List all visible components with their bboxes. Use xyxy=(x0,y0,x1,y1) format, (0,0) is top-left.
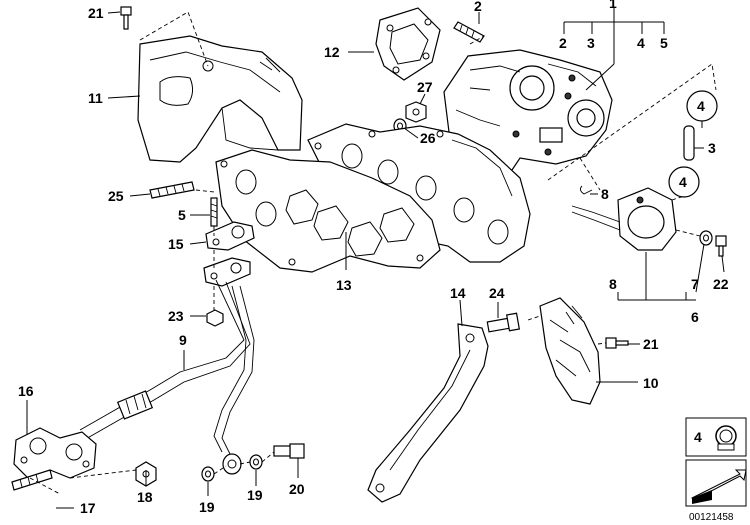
clamp-part-4-lower[interactable] xyxy=(668,166,700,198)
clip-part-8[interactable] xyxy=(579,185,593,195)
stud-part-25[interactable] xyxy=(149,181,195,199)
stud-part-5[interactable] xyxy=(210,197,218,227)
heat-shield-part-10[interactable] xyxy=(539,297,601,405)
callout-11: 11 xyxy=(88,90,103,106)
callout-21-top: 21 xyxy=(88,5,104,21)
bolt-part-24[interactable] xyxy=(486,312,521,333)
callout-16: 16 xyxy=(18,383,34,399)
bolt-part-21-right[interactable] xyxy=(605,337,629,349)
stud-part-2-top[interactable] xyxy=(453,21,485,43)
document-id: 00121458 xyxy=(689,512,734,523)
hose-clamp-icon xyxy=(715,425,737,451)
callout-4-clamp-lower: 4 xyxy=(679,174,687,190)
callout-19-left: 19 xyxy=(199,499,215,515)
callout-8-clip: 8 xyxy=(601,186,609,202)
callout-13: 13 xyxy=(336,277,352,293)
hose-part-3[interactable] xyxy=(683,125,695,161)
callout-25: 25 xyxy=(108,188,124,204)
callout-3: 3 xyxy=(587,35,595,51)
legend-panel: 4 00121458 xyxy=(685,417,747,523)
callout-7: 7 xyxy=(691,276,699,292)
callout-27: 27 xyxy=(417,79,433,95)
callout-12: 12 xyxy=(324,44,340,60)
exhaust-manifold[interactable] xyxy=(307,123,531,263)
washer-part-19-right[interactable] xyxy=(249,454,263,470)
bolt-part-21-top[interactable] xyxy=(120,6,132,30)
assembly-dashed-lines xyxy=(29,11,717,495)
callout-26: 26 xyxy=(420,130,436,146)
callout-21-right: 21 xyxy=(643,336,659,352)
oil-line-part-9[interactable] xyxy=(79,257,255,455)
banjo-bolt-part-20[interactable] xyxy=(273,443,305,459)
bracket-part-14[interactable] xyxy=(367,323,489,503)
callout-19-right: 19 xyxy=(247,487,263,503)
callout-10: 10 xyxy=(643,375,659,391)
callout-2: 2 xyxy=(559,35,567,51)
washer-part-7[interactable] xyxy=(699,230,713,246)
wastegate-actuator-part-8[interactable] xyxy=(571,187,677,251)
nut-part-23[interactable] xyxy=(206,309,224,327)
bolt-part-22[interactable] xyxy=(715,235,727,257)
callout-14: 14 xyxy=(450,285,466,301)
manifold-gasket-part-13[interactable] xyxy=(215,149,441,273)
callout-24: 24 xyxy=(489,285,505,301)
callout-6: 6 xyxy=(691,309,699,325)
stud-part-17[interactable] xyxy=(11,469,53,491)
gasket-part-15[interactable] xyxy=(205,221,255,251)
flange-part-16[interactable] xyxy=(13,427,97,479)
nut-part-27[interactable] xyxy=(405,101,427,123)
callout-23: 23 xyxy=(168,308,184,324)
callout-4-clamp-upper: 4 xyxy=(697,98,705,114)
callout-labels: 21 11 2 1 2 3 4 5 12 27 26 4 3 4 8 25 5 … xyxy=(18,0,729,516)
callout-2-top: 2 xyxy=(474,0,482,14)
callout-15: 15 xyxy=(168,236,184,252)
callout-1: 1 xyxy=(609,0,617,11)
heat-shield-part-11[interactable] xyxy=(137,35,303,163)
banjo-fitting[interactable] xyxy=(222,453,242,475)
legend-part-number: 4 xyxy=(694,429,702,445)
leader-lines xyxy=(26,8,725,509)
callout-9: 9 xyxy=(179,332,187,348)
callout-20: 20 xyxy=(289,481,305,497)
callout-5: 5 xyxy=(660,35,668,51)
callout-3-hose: 3 xyxy=(708,140,716,156)
gasket-part-12[interactable] xyxy=(375,7,441,81)
callout-8-actuator: 8 xyxy=(609,276,617,292)
callout-4: 4 xyxy=(637,35,645,51)
callout-5-stud: 5 xyxy=(178,207,186,223)
callout-17: 17 xyxy=(80,500,96,516)
washer-part-19-left[interactable] xyxy=(201,466,215,482)
callout-18: 18 xyxy=(137,489,153,505)
callout-22: 22 xyxy=(713,276,729,292)
